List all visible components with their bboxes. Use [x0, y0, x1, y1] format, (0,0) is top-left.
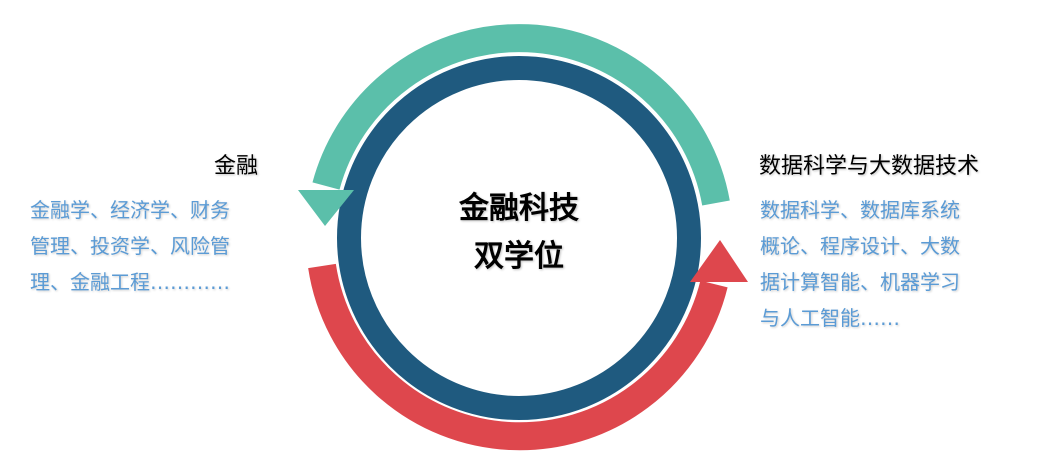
left-line: 管理、投资学、风险管	[30, 234, 230, 258]
right-description: 数据科学、数据库系统 概论、程序设计、大数 据计算智能、机器学习 与人工智能……	[760, 192, 960, 336]
right-line: 与人工智能……	[760, 306, 900, 330]
right-heading: 数据科学与大数据技术	[759, 154, 980, 179]
left-line: 金融学、经济学、财务	[30, 198, 230, 222]
right-line: 概论、程序设计、大数	[760, 234, 960, 258]
left-line: 理、金融工程…………	[30, 270, 230, 294]
center-title-line2: 双学位	[474, 239, 564, 274]
left-heading: 金融	[214, 154, 259, 179]
center-title-line1: 金融科技	[459, 191, 579, 226]
left-description: 金融学、经济学、财务 管理、投资学、风险管 理、金融工程…………	[30, 192, 230, 300]
right-line: 数据科学、数据库系统	[760, 198, 960, 222]
green-arrowhead	[298, 190, 354, 226]
red-arc-arrow	[308, 263, 728, 451]
center-ring	[337, 56, 701, 420]
red-arrowhead	[690, 240, 748, 282]
center-title: 金融科技 双学位	[419, 185, 619, 281]
right-line: 据计算智能、机器学习	[760, 270, 960, 294]
green-arc-arrow	[312, 24, 730, 206]
